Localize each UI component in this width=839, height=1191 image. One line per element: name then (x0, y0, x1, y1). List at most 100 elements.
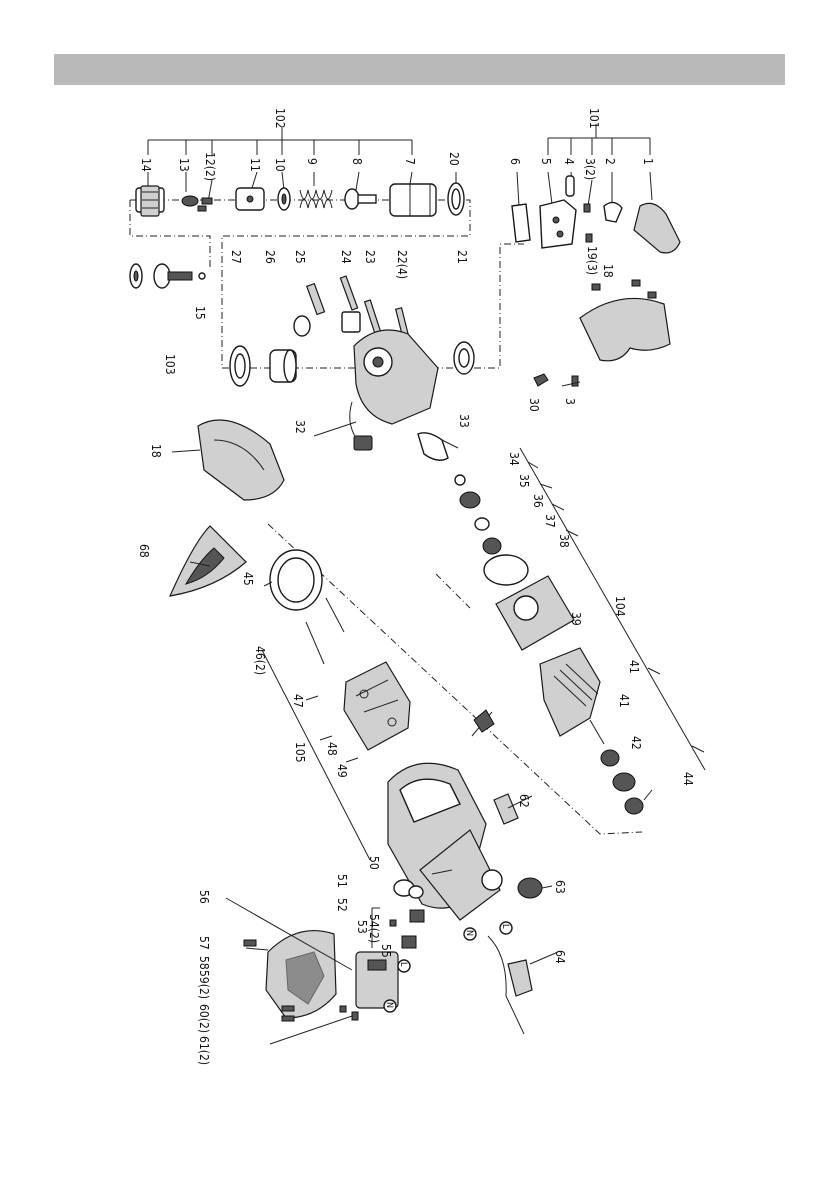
part-2 (604, 202, 622, 222)
label-54-2: 54(2) (367, 914, 381, 943)
part-8 (345, 189, 376, 209)
label-49: 49 (335, 764, 349, 778)
label-19-3: 19(3) (585, 246, 599, 275)
part-61 (352, 1012, 358, 1020)
part-21 (454, 342, 474, 374)
label-44: 44 (681, 772, 695, 786)
part-47-stator (344, 662, 410, 750)
label-57: 57 (197, 936, 211, 950)
part-56-rear-housing (266, 931, 336, 1018)
label-53: 53 (355, 920, 369, 934)
label-3-lower: 3 (563, 398, 577, 405)
connector-label-l-1: L (398, 962, 408, 967)
label-5: 5 (539, 158, 553, 165)
label-34: 34 (507, 452, 521, 466)
part-30 (534, 374, 548, 386)
label-12-2: 12(2) (203, 152, 217, 181)
label-62: 62 (517, 794, 531, 808)
part-64 (488, 936, 532, 1034)
part-15 (199, 273, 205, 279)
label-103: 103 (163, 354, 177, 375)
label-9: 9 (305, 158, 319, 165)
label-101: 101 (587, 108, 601, 129)
part-6 (512, 204, 530, 242)
label-42: 42 (629, 736, 643, 750)
label-37: 37 (543, 514, 557, 528)
label-21: 21 (455, 250, 469, 264)
part-103 (130, 264, 192, 288)
label-102: 102 (273, 108, 287, 129)
label-56: 56 (197, 890, 211, 904)
label-60-2: 60(2) (197, 1004, 211, 1033)
label-18-cover: 18 (149, 444, 163, 458)
label-55: 55 (379, 944, 393, 958)
label-2: 2 (603, 158, 617, 165)
connector-label-n-1: N (384, 1002, 394, 1008)
part-37 (483, 538, 501, 554)
label-14: 14 (139, 158, 153, 172)
label-68: 68 (137, 544, 151, 558)
part-19 (592, 280, 656, 298)
part-18-cover (198, 420, 284, 500)
part-5 (540, 200, 576, 248)
part-27 (230, 346, 250, 386)
part-35 (460, 492, 480, 508)
part-46 (306, 598, 344, 664)
label-1: 1 (641, 158, 655, 165)
label-15: 15 (193, 306, 207, 320)
part-57 (244, 940, 256, 946)
part-1 (634, 203, 680, 253)
part-24 (340, 276, 360, 332)
label-39: 39 (569, 612, 583, 626)
part-9-spring (300, 190, 332, 208)
part-14 (136, 186, 164, 216)
label-32: 32 (293, 420, 307, 434)
label-24: 24 (339, 250, 353, 264)
label-52: 52 (335, 898, 349, 912)
part-18-top (580, 298, 670, 360)
connector-label-l-2: L (500, 924, 510, 929)
part-33 (418, 433, 448, 460)
label-4: 4 (562, 158, 576, 165)
label-64: 64 (553, 950, 567, 964)
part-3-lower (572, 376, 578, 386)
label-8: 8 (350, 158, 364, 165)
label-10: 10 (273, 158, 287, 172)
connector-label-n-2: N (464, 930, 474, 936)
part-68 (170, 526, 246, 596)
gear-housing (354, 330, 438, 424)
part-26 (270, 350, 296, 382)
part-44 (625, 798, 643, 814)
label-104: 104 (613, 596, 627, 617)
part-34 (455, 475, 465, 485)
part-63 (518, 878, 542, 898)
label-51: 51 (335, 874, 349, 888)
label-3-2: 3(2) (583, 158, 597, 180)
label-61-2: 61(2) (197, 1036, 211, 1065)
bracket-102 (148, 128, 412, 155)
bracket-101 (548, 124, 650, 155)
label-35: 35 (517, 474, 531, 488)
part-38 (484, 555, 528, 585)
part-7 (390, 184, 436, 216)
label-7: 7 (403, 158, 417, 165)
label-22-4: 22(4) (395, 250, 409, 279)
part-13 (182, 196, 198, 206)
part-10 (278, 188, 290, 210)
label-38: 38 (557, 534, 571, 548)
label-41-a: 41 (627, 660, 641, 674)
label-36: 36 (531, 494, 545, 508)
label-45: 45 (241, 572, 255, 586)
label-23: 23 (363, 250, 377, 264)
part-4 (566, 176, 574, 196)
part-36 (475, 518, 489, 530)
part-52 (409, 886, 423, 898)
label-59-2: 59(2) (197, 970, 211, 999)
label-6: 6 (508, 158, 522, 165)
label-25: 25 (293, 250, 307, 264)
label-26: 26 (263, 250, 277, 264)
part-39-motor-flange (496, 576, 574, 650)
label-30: 30 (527, 398, 541, 412)
part-25 (294, 284, 325, 336)
